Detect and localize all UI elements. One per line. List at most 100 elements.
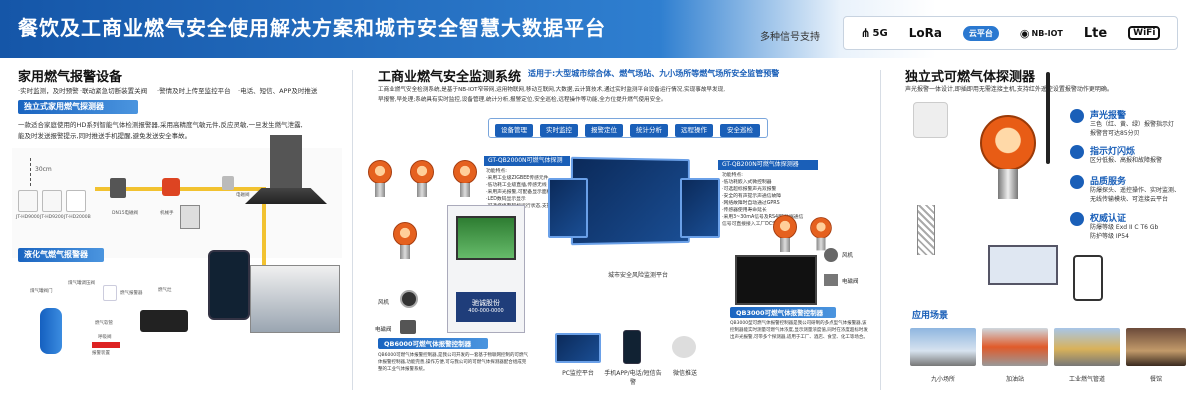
app-photo-4 <box>1126 328 1186 366</box>
phone-alert-label: 手机APP/电话/短信告警 <box>604 370 662 386</box>
dimension-line <box>30 158 31 186</box>
platform-label: 城市安全风险监测平台 <box>608 272 669 279</box>
range-hood <box>245 188 327 204</box>
pc-platform-label: PC监控平台 <box>562 370 594 377</box>
home-detector-bar: 独立式家用燃气探测器 <box>18 100 138 114</box>
application-title: 应用场景 <box>912 311 949 321</box>
solenoid-icon <box>222 176 234 190</box>
controller-brand: 驰诚股份 <box>472 299 500 307</box>
home-feature-3: ·警情及时上传至监控平台 <box>157 87 231 95</box>
detector-model-2 <box>42 190 62 212</box>
commercial-system-title: 工商业燃气安全监测系统 <box>378 70 522 85</box>
qb6000-desc: QB6000可燃气体报警控制器,是我公司开发的一套基于物联网控制的可燃气体报警控… <box>378 353 529 372</box>
box1-title: GT-QB2000N可燃气体探测器 <box>484 156 570 174</box>
model-label-1: JT-HD9000 <box>16 215 40 220</box>
model-label-2: JT-HD9200 <box>40 215 64 220</box>
gas-pipe-vertical <box>262 187 266 267</box>
wechat-icon <box>672 336 696 358</box>
stove-label: 燃气灶 <box>158 288 172 293</box>
tank-valve-label: 煤气罐阀门 <box>30 289 53 294</box>
fan-left-label: 风机 <box>378 300 390 306</box>
phone-alert-icon <box>623 330 641 364</box>
tag-device-management[interactable]: 设备管理 <box>495 124 533 137</box>
gas-detector-2 <box>407 160 437 202</box>
quality-feature-icon <box>1070 175 1084 189</box>
controller-phone: 400-000-0000 <box>468 308 504 314</box>
feature-head-2: 指示灯闪烁 <box>1090 147 1136 157</box>
gas-tank-icon <box>40 308 62 354</box>
tag-realtime-monitor[interactable]: 实时监控 <box>540 124 578 137</box>
qb3000-desc: QB3000型可燃气体报警控制器是我公司研制的多点型气体报警器,该控制器能实时测… <box>730 321 868 340</box>
home-feature-4: ·电话、短信、APP及时推送 <box>238 87 318 95</box>
app-label-2: 加油站 <box>1005 376 1024 383</box>
gas-detector-3 <box>450 160 480 202</box>
tag-safety-inspection[interactable]: 安全巡检 <box>720 124 760 137</box>
fan-right-label: 风机 <box>842 253 854 259</box>
valve-label: DN15电磁阀 <box>112 211 139 216</box>
commercial-desc-2: 早报警,早处理;系统具有实时监控,设备管理,统计分析,报警定位,安全巡检,远程操… <box>378 97 667 103</box>
cloud-logo: 云平台 <box>962 25 999 41</box>
detector-model-3 <box>66 190 86 212</box>
app-label-3: 工业燃气管道 <box>1068 376 1105 383</box>
cert-feature-icon <box>1070 212 1084 226</box>
tag-statistics[interactable]: 统计分析 <box>630 124 668 137</box>
gas-pipe <box>95 187 265 191</box>
home-gas-title: 家用燃气报警设备 <box>18 70 123 85</box>
feature-body-4: 防爆等级 Exd II C T6 Gb 防护等级 IP54 <box>1090 224 1159 240</box>
app-photo-1 <box>910 328 976 366</box>
gas-meter-icon <box>180 205 200 229</box>
feature-head-1: 声光报警 <box>1090 111 1127 121</box>
home-feature-2: ·联动紧急切断装置关阀 <box>80 87 148 95</box>
solenoid-valve-icon <box>110 178 126 198</box>
gas-stove-icon <box>140 310 188 332</box>
valve-left-label: 电磁阀 <box>375 327 392 333</box>
tag-alarm-location[interactable]: 报警定位 <box>585 124 623 137</box>
box2-features: 功能特点: ·低功耗嵌入式微控制器 ·可选超标报警声光双报警 ·安全的有声提示声… <box>722 173 804 227</box>
feature-head-4: 权威认证 <box>1090 214 1127 224</box>
gas-detector-5 <box>770 215 800 257</box>
lte-logo: Lte <box>1083 25 1108 41</box>
app-photo-2 <box>982 328 1048 366</box>
gas-detector-1 <box>365 160 395 202</box>
alarm-feature-icon <box>1070 109 1084 123</box>
app-photo-3 <box>1054 328 1120 366</box>
tag-remote-operation[interactable]: 远程操作 <box>675 124 713 137</box>
dimension-label: 30cm <box>35 166 52 173</box>
platform-monitor-left <box>548 178 588 238</box>
hose-label: 燃气软管 <box>95 321 113 326</box>
gas-detector-4 <box>390 222 420 264</box>
alarm-device-label: 报警装置 <box>92 351 110 356</box>
solenoid-label: 电磁阀 <box>236 193 250 198</box>
app-label-1: 九小场所 <box>930 376 955 383</box>
feature-body-1: 三色（红、黄、绿）报警指示灯 报警音可达85分贝 <box>1090 121 1175 137</box>
smartphone-app-icon <box>208 250 250 320</box>
wechat-label: 微信推送 <box>672 370 697 377</box>
laptop-icon <box>988 245 1058 285</box>
signal-tower-icon <box>917 205 935 255</box>
fan-right-icon <box>824 248 838 262</box>
valve-right-icon <box>824 274 838 286</box>
commercial-subtitle: 适用于:大型城市综合体、燃气场站、九小场所等燃气场所安全监管预警 <box>528 69 780 78</box>
controller-screen <box>456 216 516 260</box>
valve-left-icon <box>400 320 416 334</box>
light-feature-icon <box>1070 145 1084 159</box>
gas-detector-6 <box>808 217 835 255</box>
platform-monitor-right <box>680 178 720 238</box>
explosion-proof-detector <box>972 107 1042 202</box>
commercial-desc-1: 工商业燃气安全检测系统,是基于NB-IOT窄带网,运用物联网,移动互联网,大数据… <box>378 87 725 93</box>
standalone-detector-title: 独立式可燃气体探测器 <box>905 70 1036 85</box>
commercial-stove-icon <box>250 265 340 333</box>
app-label-4: 餐馆 <box>1149 376 1162 383</box>
lora-logo: LoRa <box>908 26 942 40</box>
feature-head-3: 品质服务 <box>1090 177 1127 187</box>
gas-alarm-label: 燃气报警器 <box>120 291 143 296</box>
fan-left-icon <box>400 290 418 308</box>
feature-body-2: 区分低报、高报和故障报警 <box>1090 157 1163 164</box>
home-desc-2: 能及时发送报警提示,同时推送手机提醒,避免发送安全事故。 <box>18 132 192 140</box>
pc-platform-icon <box>555 333 601 363</box>
antenna-icon <box>1046 72 1050 164</box>
valve-right-label: 电磁阀 <box>842 279 859 285</box>
signal-support-label: 多种信号支持 <box>760 32 820 43</box>
lpg-alarm-icon <box>103 285 117 301</box>
